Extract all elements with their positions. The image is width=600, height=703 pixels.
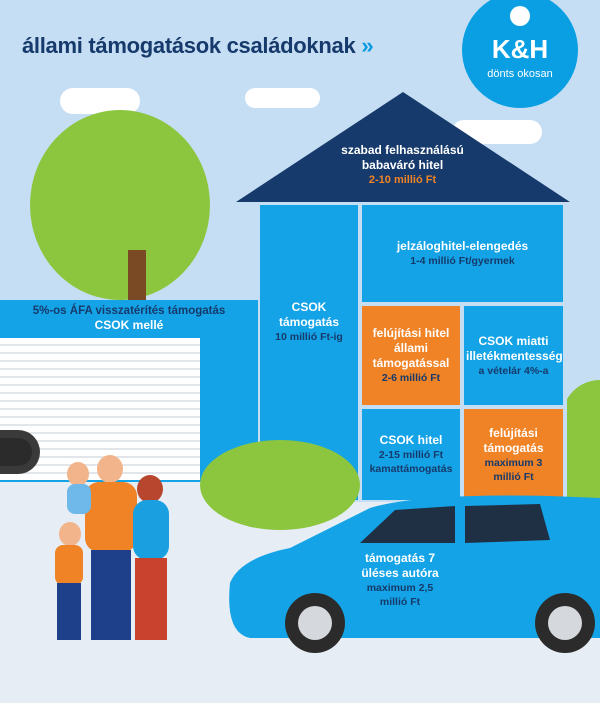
tree <box>30 110 210 300</box>
cloud <box>60 88 140 114</box>
roof <box>236 92 570 202</box>
logo-figure-icon <box>510 6 530 26</box>
tree-trunk <box>128 250 146 305</box>
logo-brand: K&H <box>491 34 549 64</box>
cloud <box>245 88 320 108</box>
wheel-icon <box>0 430 40 474</box>
logo-tagline: dönts okosan <box>487 68 553 80</box>
bush <box>200 440 360 530</box>
garage-label: 5%-os ÁFA visszatérítés támogatás CSOK m… <box>32 304 226 332</box>
kh-logo[interactable]: K&H dönts okosan <box>462 0 578 108</box>
chevron-right-icon: » <box>361 33 374 58</box>
page-title: állami támogatások családoknak» <box>22 33 374 58</box>
car <box>229 495 600 653</box>
tree <box>562 380 600 520</box>
family-illustration <box>45 450 195 645</box>
roof-label: szabad felhasználású babaváró hitel 2-10… <box>341 142 464 186</box>
